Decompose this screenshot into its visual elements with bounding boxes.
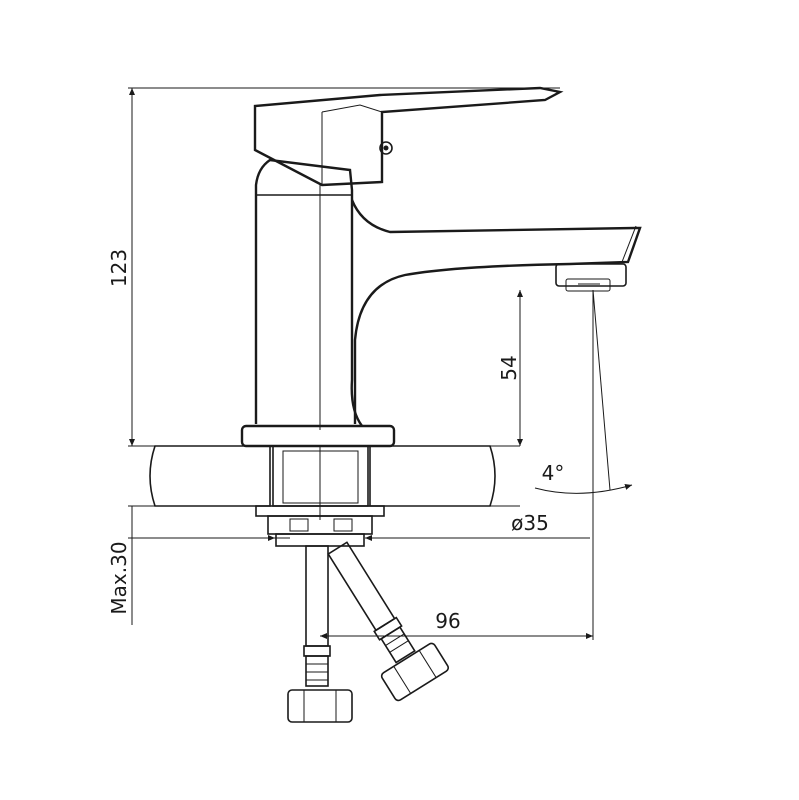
lever-handle [253, 86, 564, 187]
dim-spout-height: 54 [497, 355, 521, 380]
mounting-shank [272, 445, 369, 520]
dimension-lines [128, 87, 633, 640]
mounting-nut [255, 505, 385, 547]
base-ring [240, 424, 396, 448]
faucet-body [254, 158, 642, 430]
dim-spout-reach: 96 [435, 609, 460, 633]
countertop-section [128, 445, 520, 507]
dim-total-height: 123 [107, 249, 131, 287]
dim-hole-diameter: ø35 [511, 511, 549, 535]
supply-hoses [287, 541, 450, 723]
dim-spout-angle: 4° [542, 461, 565, 485]
dim-max-thickness: Max.30 [107, 541, 131, 614]
